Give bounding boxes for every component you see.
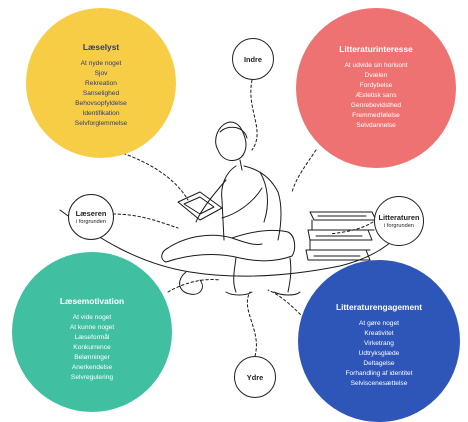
node-subtitle: i forgrunden — [384, 223, 414, 229]
bubble-item: Sanselighed — [82, 90, 120, 97]
bubble-item: At udvide sin horisont — [344, 62, 408, 69]
bubble-item: At vide noget — [72, 314, 112, 321]
bubble-item: Identifikation — [82, 110, 120, 117]
bubble-item: Selvforglemmelse — [74, 120, 128, 127]
bubble-item: Genrebevidsthed — [350, 102, 402, 109]
bubble-title: Litteraturinteresse — [339, 44, 413, 54]
bubble-item: Selvdannelse — [356, 122, 396, 129]
bubble-item: Belønninger — [74, 354, 110, 361]
node-title: Læseren — [75, 209, 107, 218]
bubble-item: Æstetisk sans — [355, 92, 397, 99]
node-ydre: Ydre — [234, 356, 276, 398]
bubble-item: At kunne noget — [69, 324, 115, 331]
node-title: Litteraturen — [378, 213, 420, 222]
bubble-item: Virketrang — [364, 340, 394, 347]
bubble-item: Sjov — [94, 70, 108, 77]
bubble-item: Forhandling af identitet — [345, 370, 413, 377]
bubble-item: Læseformål — [74, 334, 110, 341]
node-title: Ydre — [246, 372, 264, 382]
bubble-item: Udtryksglæde — [358, 350, 400, 357]
bubble-item: Rekreation — [85, 80, 117, 87]
bubble-item: Deltagelse — [363, 360, 395, 367]
bubble-item: Behovsopfyldelse — [75, 100, 127, 107]
bubble-item: Selviscenesættelse — [350, 380, 408, 387]
bubble-item: Anerkendelse — [71, 364, 113, 371]
bubble-item: At nyde noget — [80, 60, 122, 67]
bubble-item: Fremmedfølelse — [352, 112, 400, 119]
bubble-litteraturinteresse: Litteraturinteresse At udvide sin horiso… — [296, 8, 456, 168]
bubble-title: Litteraturengagement — [335, 302, 423, 312]
bubble-laeselyst: Læselyst At nyde noget Sjov Rekreation S… — [26, 8, 176, 158]
bubble-title: Læselyst — [82, 42, 120, 52]
bubble-item: At gøre noget — [359, 320, 399, 327]
bubble-litteraturengagement: Litteraturengagement At gøre noget Kreat… — [298, 260, 460, 422]
bubble-item: Kreativitet — [364, 330, 394, 337]
bubble-item: Fordybelse — [359, 82, 393, 89]
node-indre: Indre — [232, 38, 274, 80]
node-laeseren: Læseren i forgrunden — [68, 194, 114, 240]
bubble-item: Dvælen — [364, 72, 388, 79]
node-subtitle: i forgrunden — [76, 219, 106, 225]
node-title: Indre — [243, 54, 263, 64]
bubble-item: Selvregulering — [70, 374, 114, 381]
bubble-title: Læsemotivation — [59, 296, 125, 306]
bubble-laesemotivation: Læsemotivation At vide noget At kunne no… — [12, 252, 172, 412]
node-litteraturen: Litteraturen i forgrunden — [374, 196, 424, 246]
bubble-item: Konkurrence — [73, 344, 111, 351]
